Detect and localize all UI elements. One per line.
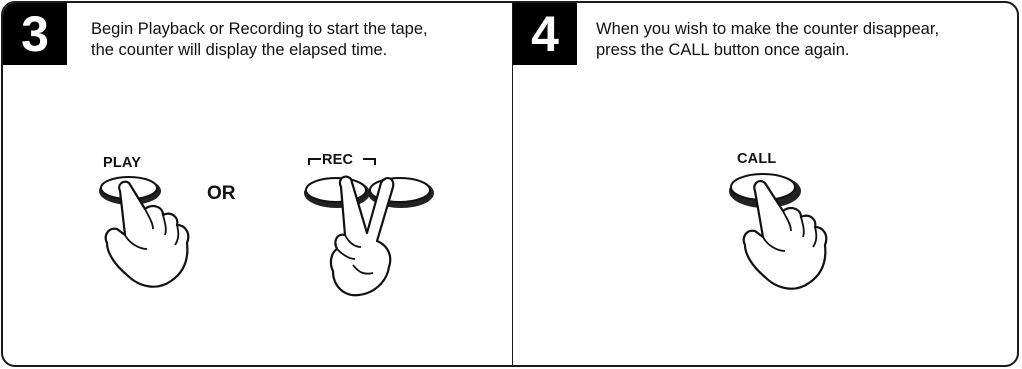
hand-pressing-call-icon [3,3,1019,367]
